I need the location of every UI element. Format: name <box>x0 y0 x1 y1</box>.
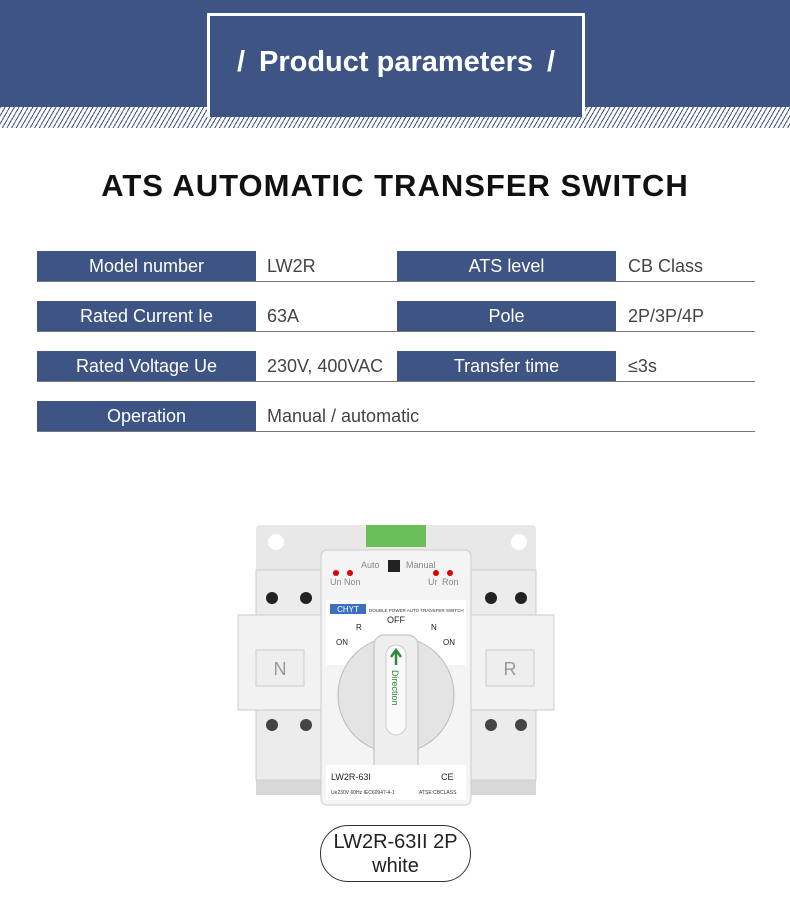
svg-text:LW2R-63I: LW2R-63I <box>331 772 371 782</box>
svg-text:Auto: Auto <box>361 560 380 570</box>
product-image: N R Auto Manual Un Non Ur Ron CHYT DOUBL… <box>237 525 555 806</box>
param-value: ≤3s <box>628 355 657 376</box>
param-value: 230V, 400VAC <box>267 355 384 376</box>
page-title: ATS AUTOMATIC TRANSFER SWITCH <box>101 168 689 203</box>
svg-text:Un: Un <box>330 577 342 587</box>
brand-logo: CHYT <box>337 605 359 614</box>
section-title: Product parameters <box>259 46 533 78</box>
param-label: Model number <box>37 251 256 281</box>
svg-text:DOUBLE POWER AUTO TRANSFER SWI: DOUBLE POWER AUTO TRANSFER SWITCH <box>369 608 464 613</box>
param-row: Operation Manual / automatic <box>37 401 755 432</box>
caption-model: LW2R-63II 2P <box>333 831 458 853</box>
svg-text:Ue230V 60Hz IEC60947-4-1: Ue230V 60Hz IEC60947-4-1 <box>331 790 395 796</box>
hatch-strip <box>0 107 790 128</box>
product-caption: LW2R-63II 2P white <box>320 825 471 882</box>
svg-text:ON: ON <box>336 638 348 647</box>
param-value: CB Class <box>628 255 704 276</box>
param-row: Rated Voltage Ue 230V, 400VAC Transfer t… <box>37 351 755 382</box>
svg-text:OFF: OFF <box>387 615 405 625</box>
param-value: 63A <box>267 305 300 326</box>
param-label: ATS level <box>397 251 616 281</box>
svg-text:Ron: Ron <box>442 577 459 587</box>
side-label-r: R <box>504 659 517 679</box>
param-label: Operation <box>37 401 256 431</box>
section-header: / Product parameters / <box>207 13 585 117</box>
svg-text:ATSE:CBCLASS: ATSE:CBCLASS <box>419 790 457 796</box>
param-value: LW2R <box>267 255 316 276</box>
param-label: Pole <box>397 301 616 331</box>
param-value: 2P/3P/4P <box>628 305 705 326</box>
caption-color: white <box>372 855 419 877</box>
svg-text:Ur: Ur <box>428 577 438 587</box>
svg-text:Manual: Manual <box>406 560 436 570</box>
param-row: Rated Current Ie 63A Pole 2P/3P/4P <box>37 301 755 332</box>
svg-text:R: R <box>356 623 362 632</box>
param-label: Transfer time <box>397 351 616 381</box>
svg-text:Direction: Direction <box>390 670 400 706</box>
svg-text:Non: Non <box>344 577 361 587</box>
param-row: Model number LW2R ATS level CB Class <box>37 251 755 282</box>
slash: / <box>547 46 556 78</box>
svg-text:ON: ON <box>443 638 455 647</box>
svg-text:CE: CE <box>441 772 454 782</box>
param-value: Manual / automatic <box>267 405 420 426</box>
svg-text:N: N <box>431 623 437 632</box>
side-label-n: N <box>274 659 287 679</box>
param-label: Rated Current Ie <box>37 301 256 331</box>
param-label: Rated Voltage Ue <box>37 351 256 381</box>
slash: / <box>236 46 245 78</box>
